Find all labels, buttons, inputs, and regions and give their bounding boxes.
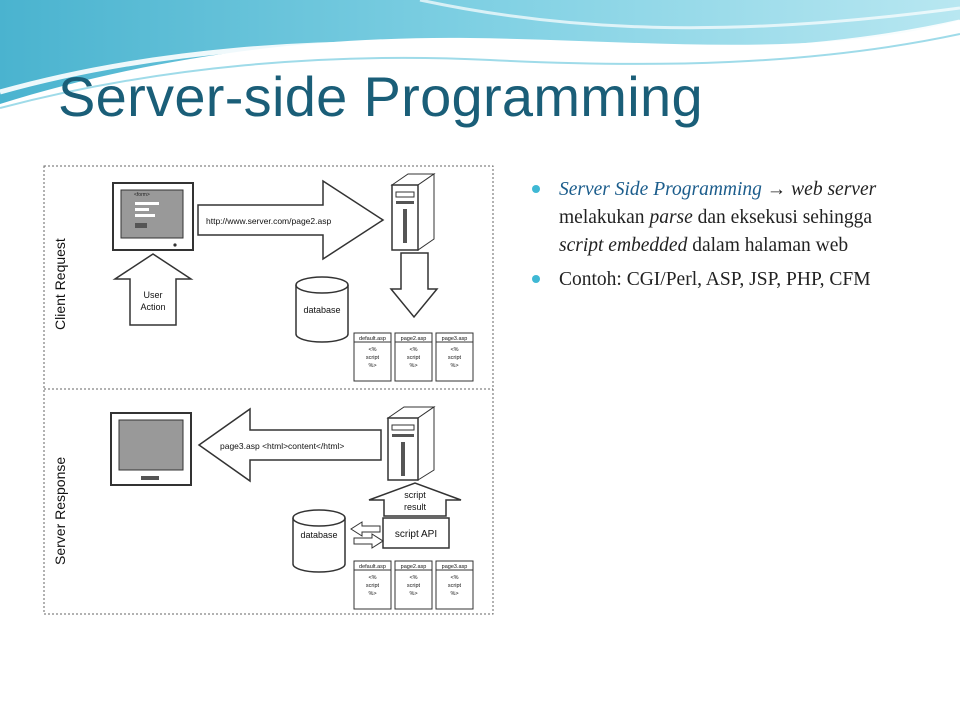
user-action-line1: User — [143, 290, 162, 300]
slide-title: Server-side Programming — [58, 65, 703, 128]
web-server-icon — [390, 173, 436, 251]
asp-file-line: <% — [409, 575, 417, 581]
asp-file-line: %> — [368, 591, 376, 597]
asp-file-name: page2.asp — [401, 336, 427, 342]
bullet-1-text-3: dalam halaman web — [692, 235, 849, 256]
asp-file-line: script — [448, 583, 462, 589]
form-tag-text: <form> — [134, 192, 150, 198]
request-arrow — [197, 179, 385, 261]
database-icon-bottom — [292, 509, 346, 573]
bullet-1-text-2: dan eksekusi sehingga — [697, 207, 873, 228]
down-arrow — [389, 252, 439, 319]
api-database-arrows — [350, 521, 384, 549]
asp-file-line: script — [366, 355, 380, 361]
database-label-bottom: database — [300, 530, 337, 540]
asp-file-line: <% — [368, 347, 376, 353]
term-web-server: web server — [791, 179, 877, 200]
header-wave-decoration — [0, 0, 960, 109]
asp-file-icon: page3.asp <% script %> — [435, 560, 474, 610]
client-monitor-icon: <form> — [112, 182, 194, 251]
term-script-embedded: script embedded — [559, 235, 688, 256]
server-side-diagram: Client Request Server Response <form> ht… — [43, 165, 494, 615]
bullet-2-text: Contoh: CGI/Perl, ASP, JSP, PHP, CFM — [559, 269, 871, 290]
asp-file-name: default.asp — [359, 564, 386, 570]
script-api-label: script API — [395, 529, 437, 540]
asp-file-line: script — [407, 583, 421, 589]
asp-file-icon: default.asp <% script %> — [353, 332, 392, 382]
asp-file-name: page3.asp — [442, 564, 468, 570]
asp-file-line: %> — [368, 363, 376, 369]
asp-file-line: script — [407, 355, 421, 361]
right-arrow-icon: → — [766, 179, 787, 200]
script-api-box — [382, 517, 450, 549]
asp-file-icon: page3.asp <% script %> — [435, 332, 474, 382]
asp-file-line: %> — [450, 591, 458, 597]
bullet-1-text-1: melakukan — [559, 207, 645, 228]
bullet-item-2: Contoh: CGI/Perl, ASP, JSP, PHP, CFM — [530, 266, 890, 294]
user-action-arrow — [112, 253, 194, 326]
bullet-dot — [532, 185, 540, 193]
web-server-icon-bottom — [386, 406, 436, 481]
script-result-arrow — [368, 482, 462, 517]
bullet-item-1: Server Side Programming → web server mel… — [530, 176, 890, 260]
asp-file-icon: page2.asp <% script %> — [394, 332, 433, 382]
asp-file-icon: default.asp <% script %> — [353, 560, 392, 610]
asp-file-name: page3.asp — [442, 336, 468, 342]
asp-file-line: script — [366, 583, 380, 589]
bullet-list: Server Side Programming → web server mel… — [530, 176, 890, 300]
user-action-line2: Action — [140, 302, 165, 312]
bullet-dot — [532, 275, 540, 283]
asp-file-line: %> — [409, 363, 417, 369]
request-url: http://www.server.com/page2.asp — [206, 216, 331, 226]
asp-file-line: <% — [409, 347, 417, 353]
database-icon-top — [295, 276, 349, 343]
database-label-top: database — [303, 305, 340, 315]
client-request-label: Client Request — [52, 238, 68, 330]
asp-file-line: %> — [409, 591, 417, 597]
term-parse: parse — [649, 207, 693, 228]
server-response-label: Server Response — [52, 457, 68, 565]
script-result-line1: script — [404, 490, 426, 500]
asp-file-name: page2.asp — [401, 564, 427, 570]
script-result-line2: result — [404, 502, 427, 512]
asp-file-name: default.asp — [359, 336, 386, 342]
asp-file-line: script — [448, 355, 462, 361]
response-text: page3.asp <html>content</html> — [220, 441, 344, 451]
response-arrow — [197, 407, 382, 483]
asp-file-line: %> — [450, 363, 458, 369]
asp-file-icon: page2.asp <% script %> — [394, 560, 433, 610]
asp-file-line: <% — [450, 575, 458, 581]
asp-file-line: <% — [450, 347, 458, 353]
client-monitor-icon-bottom — [110, 412, 192, 486]
term-server-side-programming: Server Side Programming — [559, 179, 762, 200]
asp-file-line: <% — [368, 575, 376, 581]
